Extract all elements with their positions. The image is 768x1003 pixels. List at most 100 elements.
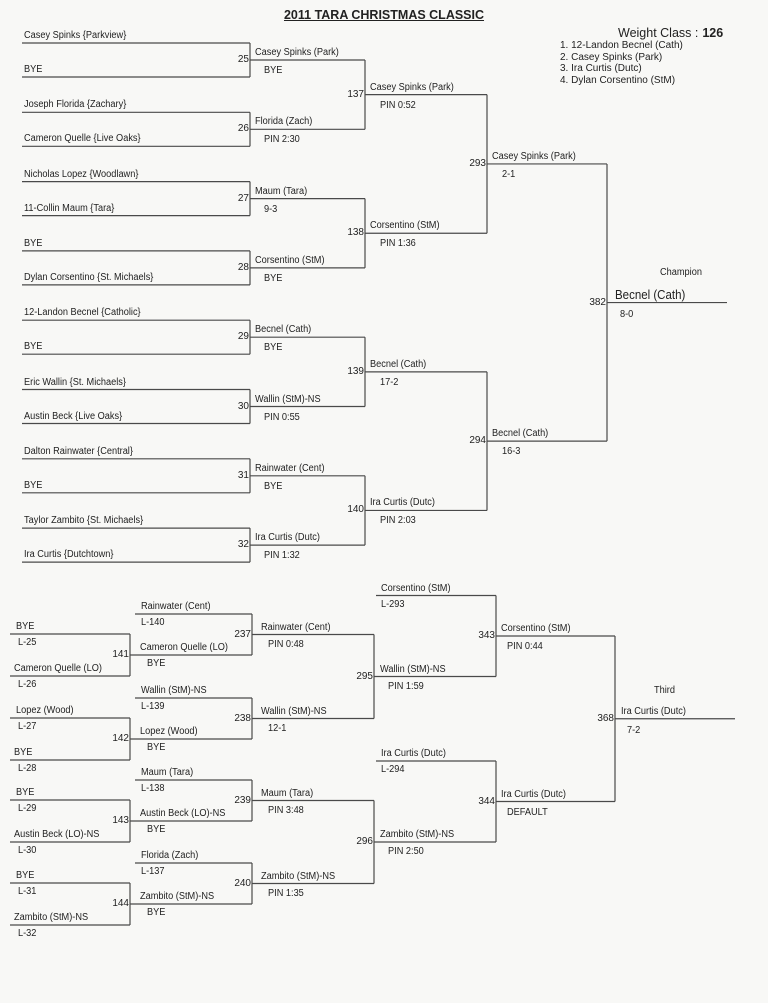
winner-name: Ira Curtis (Dutc) <box>255 532 320 544</box>
loser-source: L-137 <box>141 866 165 877</box>
entrant-name: BYE <box>24 341 43 353</box>
winner-name: Corsentino (StM) <box>370 220 440 232</box>
match-number: 239 <box>234 794 251 806</box>
match-number: 141 <box>112 649 129 660</box>
winner-name: Zambito (StM)-NS <box>140 891 215 902</box>
entrant-name: Corsentino (StM) <box>381 582 451 594</box>
match-number: 28 <box>237 261 249 273</box>
match-result: PIN 0:44 <box>507 641 543 652</box>
match-result: BYE <box>147 907 166 918</box>
match-number: 296 <box>356 836 373 847</box>
entrant-name: BYE <box>24 237 43 249</box>
match-number: 31 <box>237 469 249 481</box>
winner-name: Cameron Quelle (LO) <box>140 642 228 653</box>
match-number: 29 <box>237 331 249 343</box>
weight-class-label: Weight Class : <box>618 26 699 40</box>
loser-source: L-28 <box>18 763 37 774</box>
winner-name: Zambito (StM)-NS <box>380 829 455 840</box>
match-result: PIN 1:32 <box>264 550 300 562</box>
match-number: 293 <box>469 157 486 169</box>
match-result: 12-1 <box>268 722 287 734</box>
match-result: 8-0 <box>620 308 634 320</box>
winner-name: Corsentino (StM) <box>255 254 325 266</box>
loser-source: L-25 <box>18 637 37 648</box>
match-result: PIN 0:48 <box>268 638 304 650</box>
entrant-name: Dylan Corsentino {St. Michaels} <box>24 271 154 283</box>
placing-item: 2. Casey Spinks (Park) <box>560 51 663 63</box>
entrant-name: Cameron Quelle (LO) <box>14 663 102 674</box>
winner-name: Zambito (StM)-NS <box>261 870 336 882</box>
loser-source: L-30 <box>18 845 37 856</box>
match-result: PIN 2:50 <box>388 846 424 857</box>
match-result: 2-1 <box>502 168 516 180</box>
winner-name: Lopez (Wood) <box>140 726 198 737</box>
winner-name: Maum (Tara) <box>261 787 314 799</box>
loser-source: L-293 <box>381 598 405 610</box>
loser-source: L-26 <box>18 679 37 690</box>
match-number: 382 <box>589 296 606 308</box>
match-number: 140 <box>347 504 364 516</box>
match-number: 142 <box>112 733 129 744</box>
third-place-name: Ira Curtis (Dutc) <box>621 705 686 717</box>
loser-source: L-138 <box>141 783 165 794</box>
match-result: PIN 2:30 <box>264 134 300 146</box>
entrant-name: BYE <box>16 787 35 798</box>
tournament-title: 2011 TARA CHRISTMAS CLASSIC <box>0 8 768 22</box>
match-result: 16-3 <box>502 446 521 458</box>
entrant-name: Joseph Florida {Zachary} <box>24 99 127 111</box>
winner-name: Wallin (StM)-NS <box>261 705 327 717</box>
entrant-name: Zambito (StM)-NS <box>14 912 89 923</box>
match-number: 144 <box>112 898 129 909</box>
match-result: PIN 3:48 <box>268 804 304 816</box>
match-number: 238 <box>234 712 251 724</box>
entrant-name: Cameron Quelle {Live Oaks} <box>24 133 141 145</box>
loser-source: L-32 <box>18 928 37 939</box>
loser-source: L-294 <box>381 764 405 775</box>
loser-source: L-140 <box>141 617 165 628</box>
entrant-name: Dalton Rainwater {Central} <box>24 445 133 457</box>
match-number: 137 <box>347 88 364 100</box>
match-result: PIN 0:52 <box>380 99 416 111</box>
third-place-label: Third <box>654 684 675 696</box>
match-result: BYE <box>264 272 283 284</box>
winner-name: Becnel (Cath) <box>370 358 427 370</box>
match-number: 295 <box>356 670 373 682</box>
match-result: 9-3 <box>264 203 278 215</box>
match-number: 139 <box>347 365 364 377</box>
match-number: 30 <box>237 400 249 412</box>
placing-item: 4. Dylan Corsentino (StM) <box>560 75 676 87</box>
match-number: 368 <box>597 712 614 724</box>
match-result: PIN 1:35 <box>268 887 304 899</box>
winner-name: Austin Beck (LO)-NS <box>140 808 226 819</box>
entrant-name: Nicholas Lopez {Woodlawn} <box>24 168 139 180</box>
entrant-name: BYE <box>16 870 35 881</box>
winner-name: Casey Spinks (Park) <box>255 47 339 58</box>
winner-name: Wallin (StM)-NS <box>255 393 321 405</box>
entrant-name: Lopez (Wood) <box>16 705 74 716</box>
loser-source: L-31 <box>18 886 37 897</box>
match-result: 7-2 <box>627 724 641 736</box>
match-number: 138 <box>347 227 364 239</box>
entrant-name: Maum (Tara) <box>141 767 194 778</box>
weight-class: Weight Class :126 <box>618 26 723 40</box>
match-result: BYE <box>264 342 283 354</box>
winner-name: Casey Spinks (Park) <box>370 81 454 93</box>
winner-name: Florida (Zach) <box>255 116 313 128</box>
entrant-name: BYE <box>16 621 35 632</box>
entrant-name: Taylor Zambito {St. Michaels} <box>24 515 144 527</box>
champion-name: Becnel (Cath) <box>615 287 686 302</box>
match-result: BYE <box>147 658 166 669</box>
entrant-name: 12-Landon Becnel {Catholic} <box>24 307 141 319</box>
match-number: 32 <box>237 539 249 551</box>
entrant-name: BYE <box>14 747 33 758</box>
entrant-name: BYE <box>24 64 43 75</box>
winner-name: Wallin (StM)-NS <box>380 663 446 675</box>
match-result: DEFAULT <box>507 806 548 818</box>
match-number: 143 <box>112 815 129 826</box>
winner-name: Corsentino (StM) <box>501 623 571 634</box>
loser-source: L-139 <box>141 701 165 712</box>
match-result: PIN 2:03 <box>380 515 416 527</box>
match-number: 237 <box>234 628 251 640</box>
placing-item: 1. 12-Landon Becnel (Cath) <box>560 40 683 51</box>
match-result: BYE <box>147 742 166 753</box>
